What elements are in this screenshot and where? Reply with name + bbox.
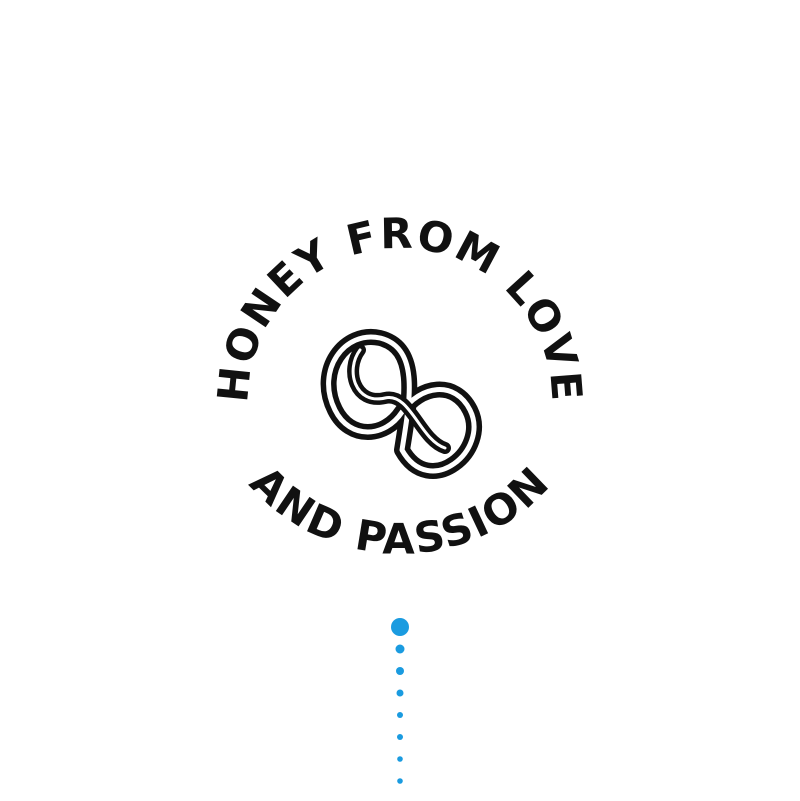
- indicator-dot: [396, 667, 404, 675]
- indicator-dot: [397, 734, 403, 740]
- seal-text-top: HONEY FROM LOVE: [208, 209, 592, 405]
- indicator-dot: [397, 756, 403, 762]
- indicator-dot: [395, 644, 405, 654]
- seal-text-bottom-path: AND PASSION: [241, 457, 557, 564]
- seal-text-bottom: AND PASSION: [241, 457, 559, 564]
- infinity-knot-icon: [320, 329, 482, 479]
- indicator-dot: [397, 712, 403, 718]
- scroll-dots-indicator: [391, 618, 409, 784]
- seal-text-top-path: HONEY FROM LOVE: [208, 209, 590, 405]
- indicator-dot: [396, 689, 404, 697]
- indicator-dot: [391, 618, 409, 636]
- indicator-dot: [397, 778, 403, 784]
